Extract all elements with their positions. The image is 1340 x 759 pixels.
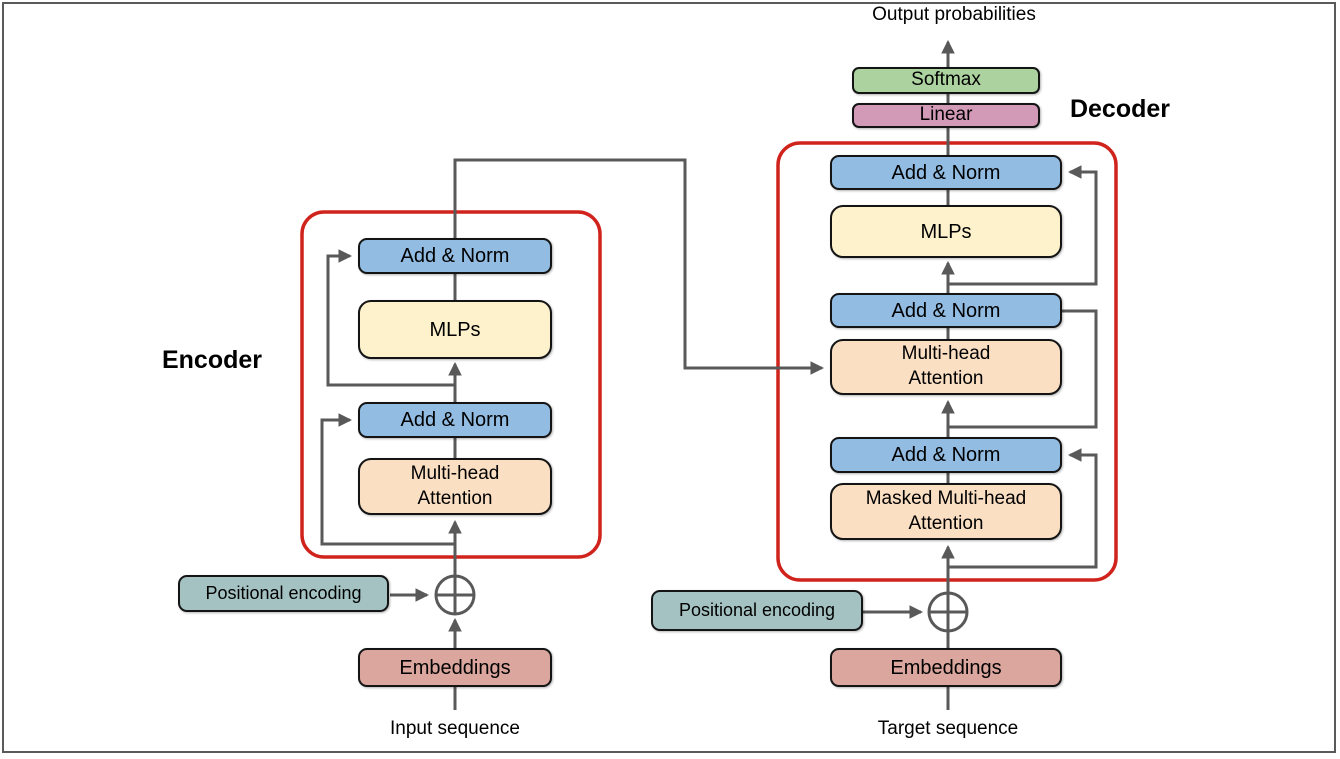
box-dec-add-norm-mid: Add & Norm: [830, 293, 1062, 328]
decoder-add-circle-icon: [927, 591, 969, 633]
box-dec-pos-encoding: Positional encoding: [651, 590, 863, 631]
output-probabilities-label: Output probabilities: [872, 4, 1036, 25]
input-sequence-label: Input sequence: [390, 718, 520, 739]
box-dec-embeddings: Embeddings: [830, 648, 1062, 687]
box-enc-add-norm-top: Add & Norm: [358, 238, 552, 274]
box-dec-add-norm-bottom: Add & Norm: [830, 437, 1062, 473]
encoder-add-circle-icon: [434, 574, 476, 616]
box-enc-embeddings: Embeddings: [358, 648, 552, 687]
box-dec-masked-attention: Masked Multi-head Attention: [830, 483, 1062, 540]
decoder-title: Decoder: [1069, 95, 1171, 123]
box-enc-add-norm-bottom: Add & Norm: [358, 402, 552, 438]
box-enc-attention: Multi-head Attention: [358, 458, 552, 515]
box-enc-pos-encoding: Positional encoding: [178, 575, 389, 612]
box-linear: Linear: [852, 103, 1040, 128]
dec-residual-mid: [948, 309, 1098, 429]
dec-residual-top: [948, 165, 1098, 286]
box-dec-cross-attention: Multi-head Attention: [830, 339, 1062, 395]
encoder-region-outline: [300, 210, 602, 559]
target-sequence-label: Target sequence: [877, 718, 1019, 739]
enc-to-dec-cross-line: [453, 158, 825, 375]
box-dec-mlps: MLPs: [830, 205, 1062, 258]
encoder-title: Encoder: [161, 346, 263, 374]
enc-residual-top: [326, 249, 455, 387]
box-dec-add-norm-top: Add & Norm: [830, 155, 1062, 190]
box-enc-mlps: MLPs: [358, 300, 552, 359]
dec-residual-bottom: [948, 448, 1098, 569]
box-softmax: Softmax: [852, 67, 1040, 94]
enc-residual-bottom: [320, 413, 455, 546]
